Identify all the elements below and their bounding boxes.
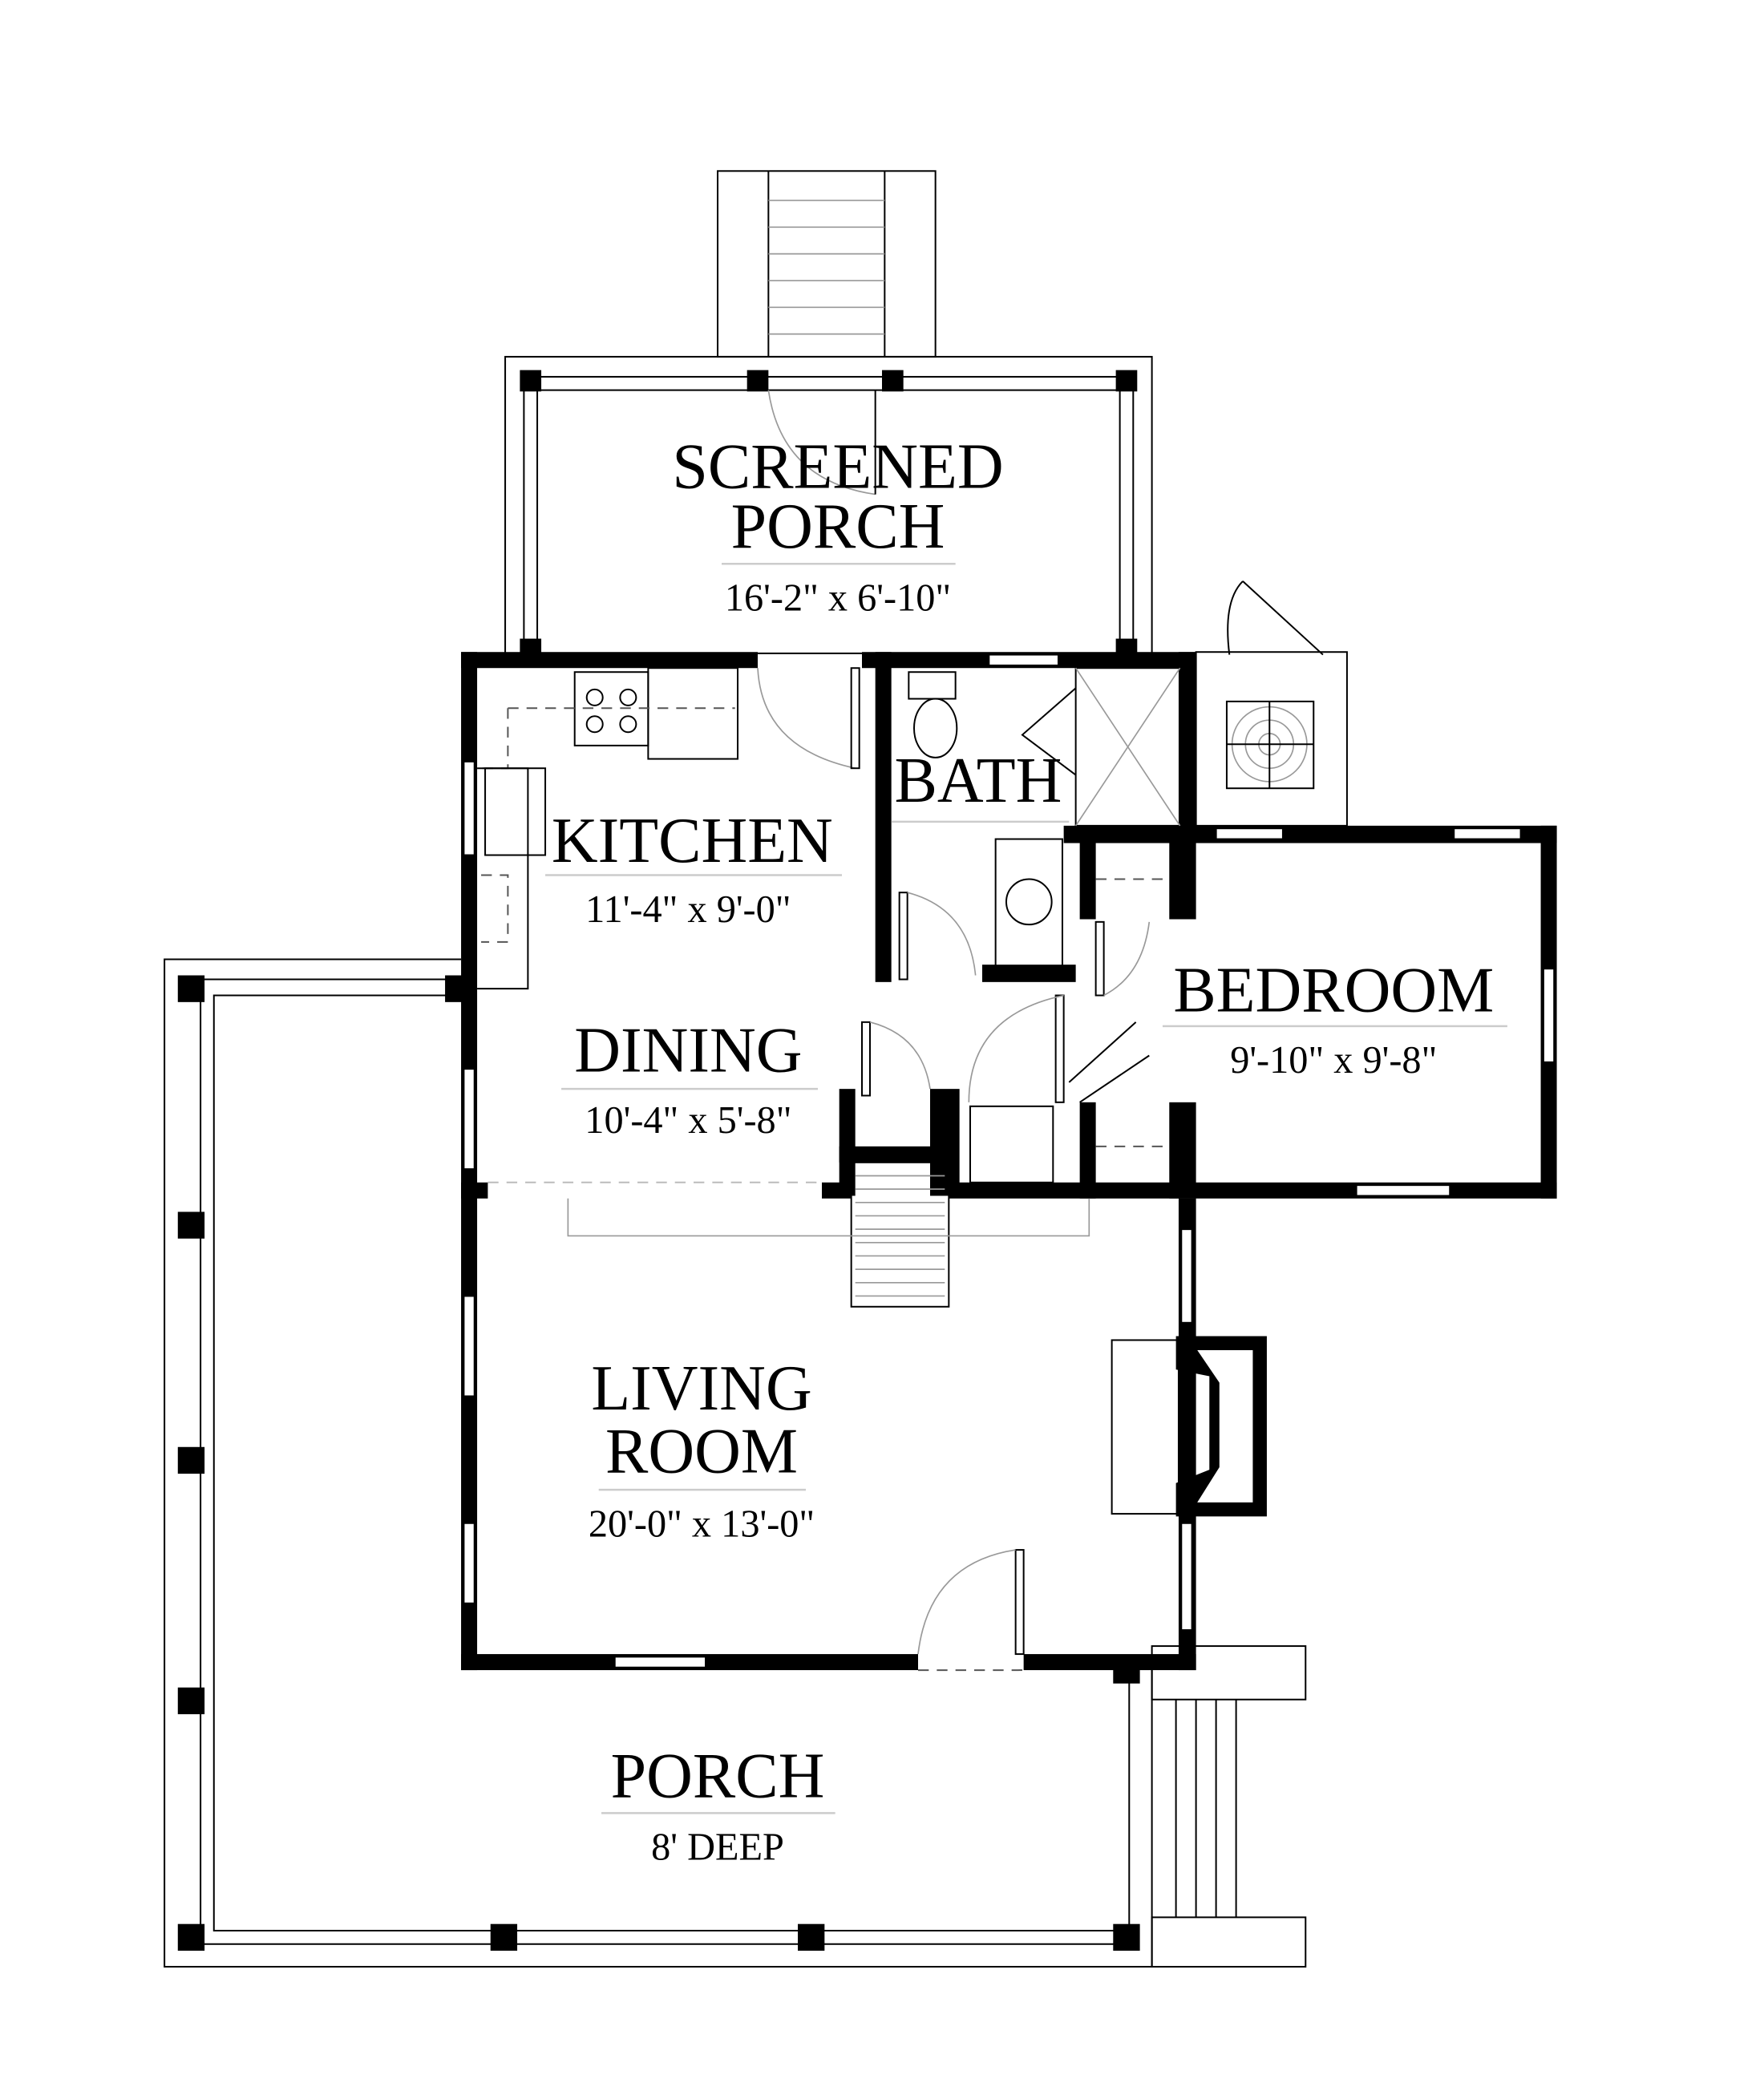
room-name: BEDROOM [1173,956,1494,1026]
closets [861,878,1170,1183]
room-label-dining: DINING 10'-4" x 5'-8" [561,1015,819,1142]
front-steps [1151,1645,1307,1968]
room-label-porch: PORCH 8' DEEP [601,1741,835,1869]
front-porch-structure [164,958,1153,1968]
front-door [917,1549,1025,1672]
room-name: KITCHEN [552,806,833,876]
fireplace [1111,1336,1267,1517]
mechanical-room [1195,580,1348,827]
interior-stair [488,1161,1090,1308]
room-dimensions: 20'-0" x 13'-0" [589,1503,815,1545]
room-name: LIVING [591,1353,811,1424]
room-name: PORCH [731,491,945,562]
screened-porch-structure [504,355,1153,657]
room-label-bedroom: BEDROOM 9'-10" x 9'-8" [1162,956,1507,1082]
room-name: DINING [574,1015,802,1086]
room-name: SCREENED [672,431,1003,502]
room-dimensions: 9'-10" x 9'-8" [1230,1039,1437,1082]
room-dimensions: 11'-4" x 9'-0" [585,888,791,931]
back-stairs [717,170,937,358]
kitchen-fixtures [477,667,860,990]
room-label-bath: BATH [895,746,1062,816]
room-name: ROOM [605,1416,798,1486]
bath-fixtures [891,667,1181,981]
room-name: PORCH [611,1741,825,1811]
room-dimensions: 8' DEEP [651,1826,784,1869]
walls [461,652,1557,1671]
room-dimensions: 16'-2" x 6'-10" [725,577,951,620]
room-label-living-room: LIVING ROOM 20'-0" x 13'-0" [589,1353,815,1545]
room-dimensions: 10'-4" x 5'-8" [585,1099,791,1142]
room-label-screened-porch: SCREENED PORCH 16'-2" x 6'-10" [672,431,1003,619]
room-name: BATH [895,746,1062,816]
room-label-kitchen: KITCHEN 11'-4" x 9'-0" [545,806,843,931]
